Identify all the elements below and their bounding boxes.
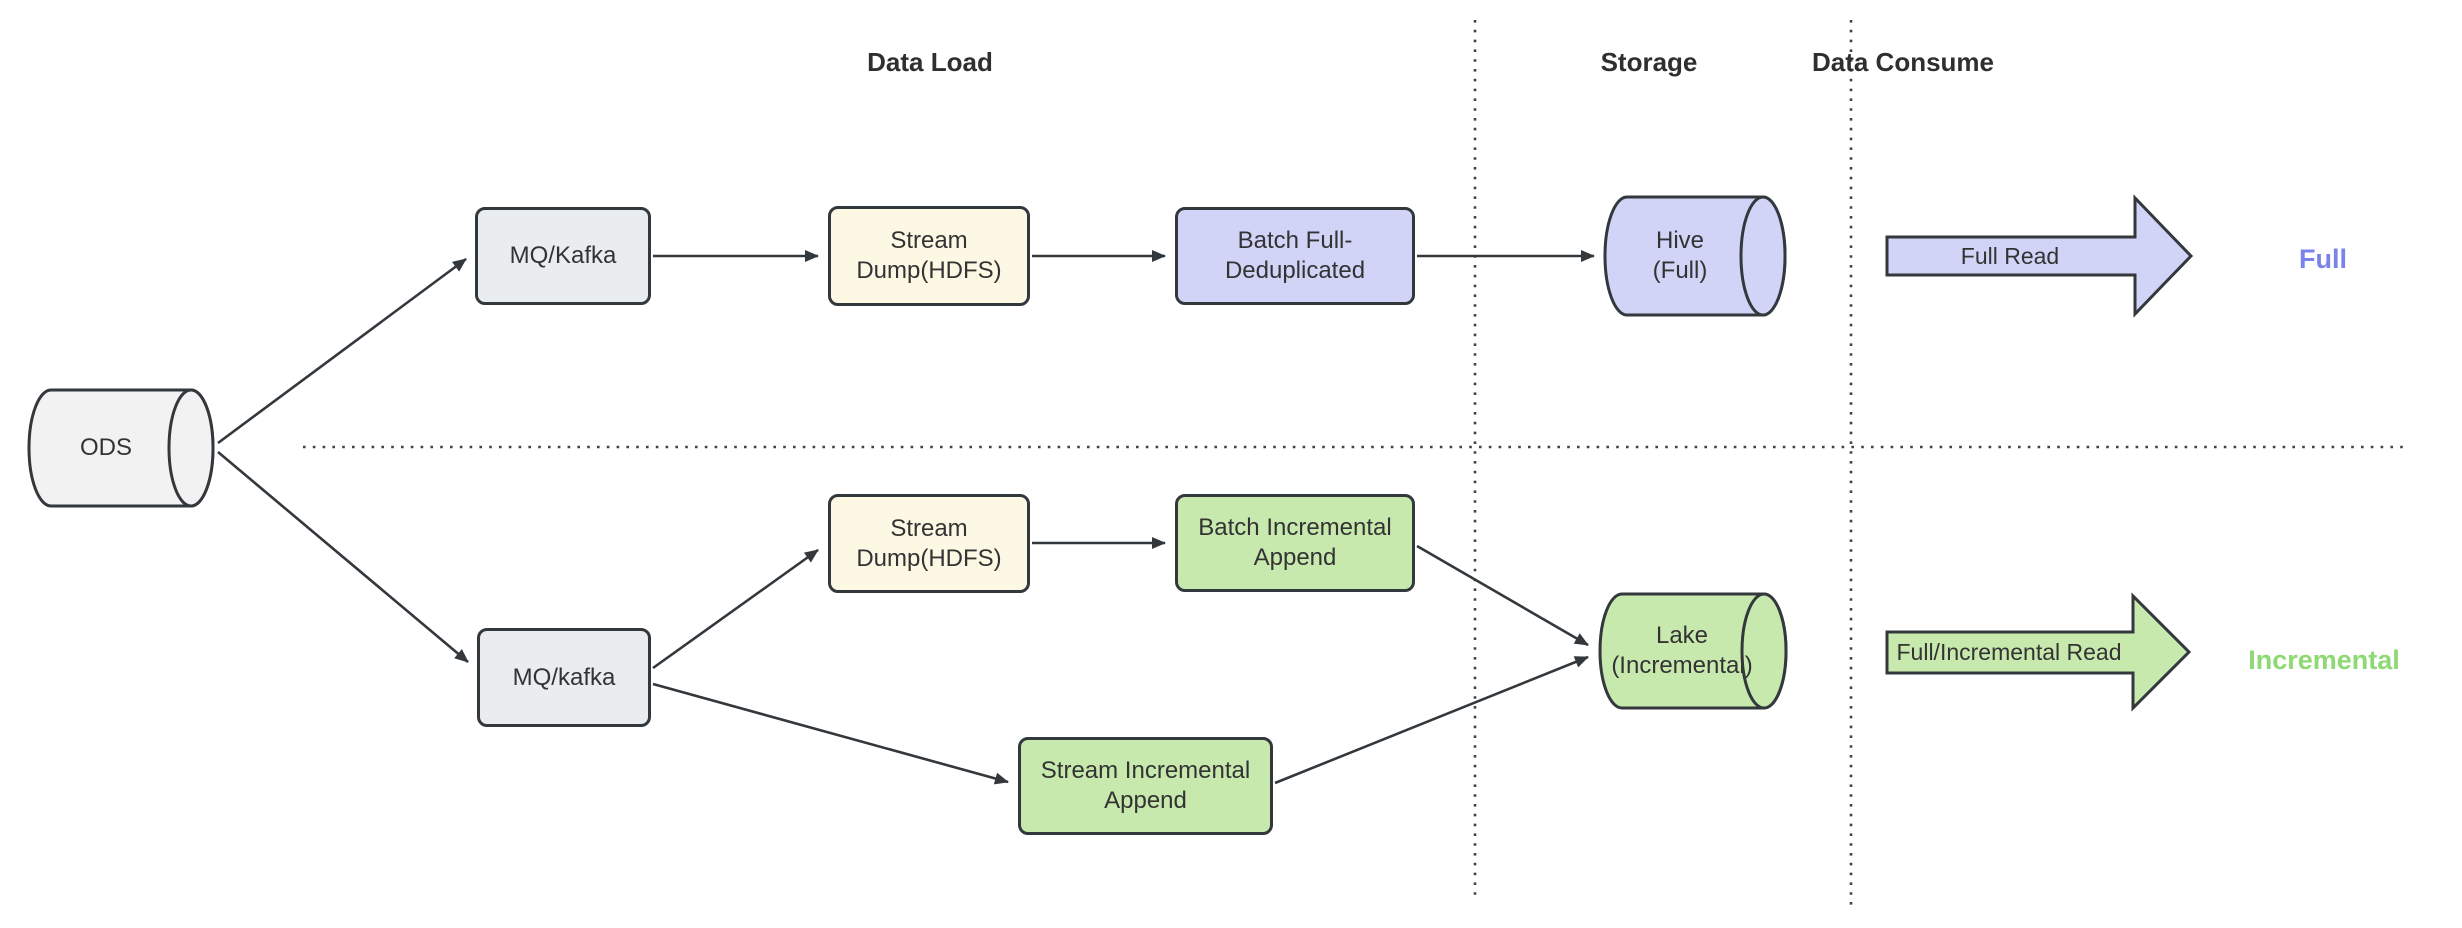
cylinder-shape — [27, 388, 215, 508]
full-read-arrow: Full Read — [1885, 194, 2195, 318]
full-tag: Full — [2299, 244, 2347, 274]
section-header-storage: Storage — [1600, 47, 1698, 77]
node-batch-incremental-append: Batch Incremental Append — [1175, 494, 1415, 592]
node-hive-full-label: Hive (Full) — [1652, 227, 1708, 284]
node-ods: ODS — [27, 388, 215, 508]
cylinder-cap — [1740, 592, 1788, 710]
block-arrow-shape — [1885, 194, 2194, 318]
cylinder-shape — [1603, 195, 1787, 317]
node-mq-kafka-bottom: MQ/kafka — [477, 628, 651, 727]
block-arrow-polygon — [1885, 592, 2192, 712]
edge-batch-incremental-to-lake — [1416, 544, 1589, 647]
block-arrow-polygon — [1885, 194, 2194, 318]
incremental-tag: Incremental — [2248, 645, 2400, 675]
edge-mq-bottom-to-stream-incremental — [652, 682, 1009, 785]
node-stream-dump-top: Stream Dump(HDFS) — [828, 206, 1030, 306]
edge-mq-bottom-to-stream-dump-bottom — [652, 548, 819, 670]
node-batch-full-deduplicated: Batch Full- Deduplicated — [1175, 207, 1415, 305]
edge-ods-to-mq-kafka-bottom — [217, 451, 469, 663]
node-hive-full: Hive (Full) — [1603, 195, 1787, 317]
full-incremental-read-arrow: Full/Incremental Read — [1885, 592, 2193, 712]
cylinder-shape — [1598, 592, 1788, 710]
node-stream-incremental-append: Stream Incremental Append — [1018, 737, 1273, 835]
node-lake-incremental: Lake (Incremental) — [1598, 592, 1788, 710]
section-header-data-load: Data Load — [867, 47, 993, 77]
full-incremental-read-arrow-label: Full/Incremental Read — [1896, 639, 2122, 665]
section-header-data-consume: Data Consume — [1811, 47, 1995, 77]
node-mq-kafka-top: MQ/Kafka — [475, 207, 651, 305]
cylinder-cap — [1739, 195, 1787, 317]
node-ods-label: ODS — [79, 434, 132, 461]
block-arrow-shape — [1885, 592, 2192, 712]
node-stream-dump-bottom: Stream Dump(HDFS) — [828, 494, 1030, 593]
full-read-arrow-label: Full Read — [1960, 242, 2060, 269]
edge-stream-incremental-to-lake — [1274, 655, 1589, 785]
edge-ods-to-mq-kafka-top — [217, 257, 467, 445]
cylinder-cap — [167, 388, 215, 508]
node-lake-incremental-label: Lake (Incremental) — [1611, 622, 1753, 679]
